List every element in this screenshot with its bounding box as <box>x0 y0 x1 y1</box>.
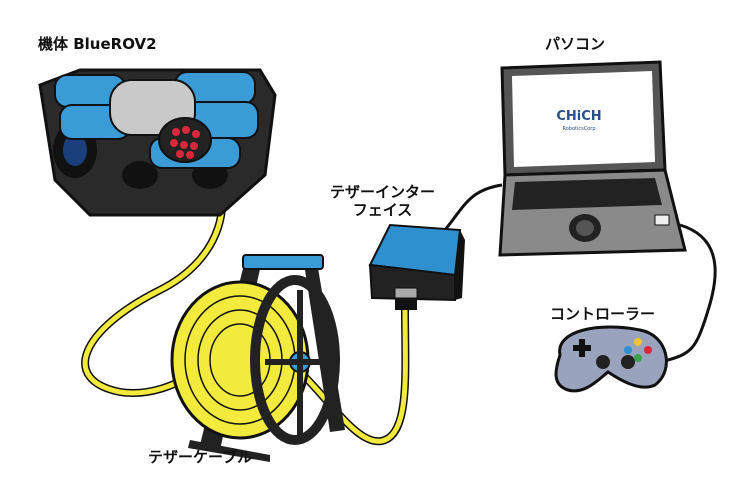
tether-interface-label-line2: フェイス <box>330 201 435 219</box>
tether-interface-illustration <box>370 225 465 310</box>
rov-label: 機体 BlueROV2 <box>38 35 157 53</box>
rov-illustration <box>40 70 275 215</box>
cable-interface-to-pc <box>445 185 502 230</box>
cable-reel-illustration <box>172 255 345 462</box>
tether-interface-label: テザーインター フェイス <box>330 183 435 219</box>
game-controller-illustration <box>556 327 666 391</box>
tether-interface-label-line1: テザーインター <box>330 183 435 201</box>
tether-cable-label: テザーケーブル <box>148 448 252 466</box>
pc-label: パソコン <box>545 35 605 53</box>
screen-logo-subtext: RoboticsCorp <box>562 126 595 132</box>
screen-logo-text: CHiCH <box>556 109 601 124</box>
controller-label: コントローラー <box>550 305 655 323</box>
laptop-illustration <box>500 62 685 255</box>
